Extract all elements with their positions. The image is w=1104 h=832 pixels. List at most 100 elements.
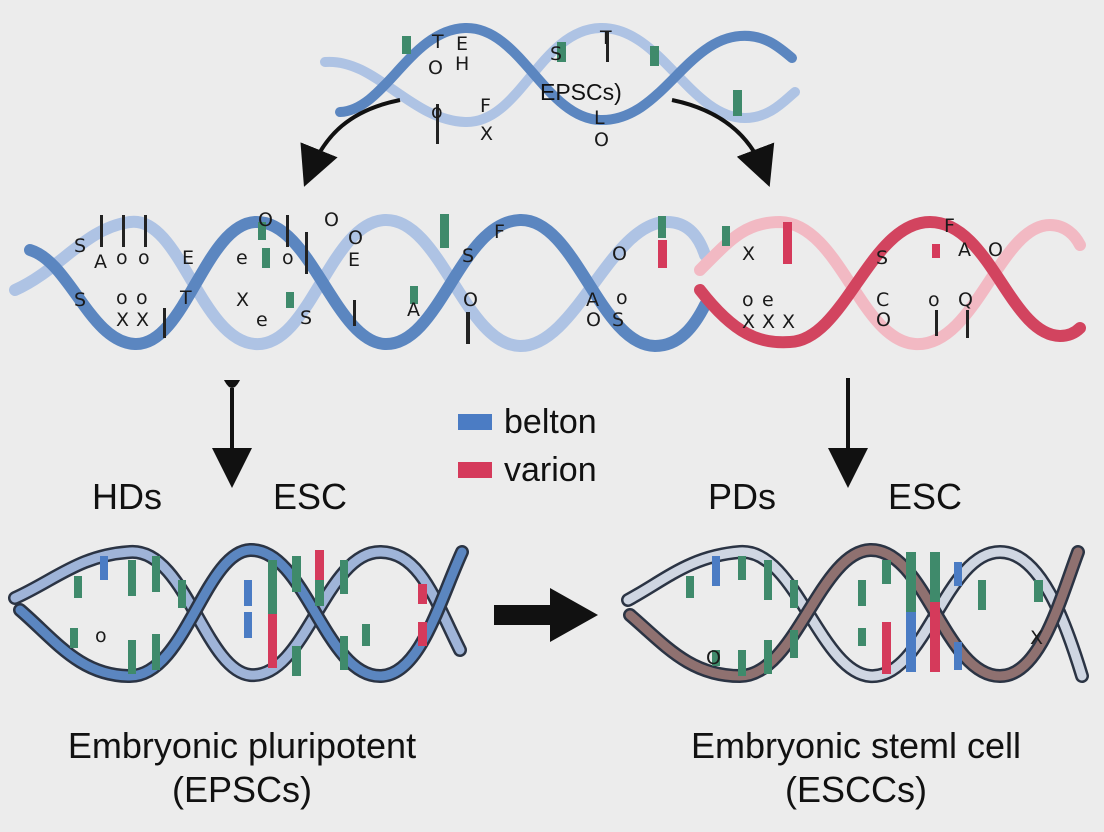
bottom-right-helix: O X	[621, 542, 1089, 684]
bl-base	[340, 636, 348, 670]
middle-tick	[935, 310, 938, 336]
middle-glyph: X	[782, 311, 795, 333]
arrow-top-right	[671, 98, 775, 187]
middle-glyph: O	[612, 243, 627, 265]
top-glyph: F	[480, 95, 491, 117]
top-helix-strand-front	[335, 22, 797, 126]
top-glyph: H	[455, 53, 469, 75]
middle-glyph: o	[928, 289, 940, 311]
bl-base	[418, 622, 427, 646]
bl-base	[315, 580, 324, 606]
bottom-left-helix: o	[8, 542, 469, 684]
top-helix-label: EPSCs)	[540, 79, 622, 105]
br-base	[930, 552, 940, 602]
middle-glyph: A	[407, 299, 420, 321]
middle-glyph: S	[74, 289, 86, 311]
top-glyph: O	[594, 129, 609, 151]
middle-glyph: O	[324, 209, 339, 231]
br-base	[790, 630, 798, 658]
middle-base-bar	[262, 248, 270, 268]
br-base	[764, 640, 772, 674]
br-glyph: X	[1030, 627, 1043, 649]
br-base	[738, 650, 746, 676]
middle-tick	[100, 215, 103, 247]
middle-helix: S A o o E e o O O O E S F O X S A O A o …	[9, 209, 1086, 353]
middle-tick	[163, 308, 166, 338]
br-base	[882, 622, 891, 674]
br-base	[954, 642, 962, 670]
middle-glyph: O	[988, 239, 1003, 261]
middle-glyph: E	[182, 247, 194, 269]
legend-swatch-blue	[458, 414, 492, 430]
legend: belton varion	[458, 398, 597, 494]
bl-base	[315, 550, 324, 580]
middle-glyph: X	[136, 309, 149, 331]
br-base	[882, 560, 891, 584]
br-base	[738, 556, 746, 580]
middle-glyph: O	[876, 309, 891, 331]
middle-strand-light	[9, 213, 711, 353]
middle-glyph: X	[236, 289, 249, 311]
caption-left-line2: (EPSCs)	[171, 769, 312, 810]
left-label-esc: ESC	[273, 476, 348, 517]
br-base	[712, 556, 720, 586]
top-base-bar	[402, 36, 411, 54]
legend-item-belton: belton	[458, 398, 597, 446]
bl-base	[152, 556, 160, 592]
middle-base-bar-red	[932, 244, 940, 258]
bl-base	[152, 634, 160, 670]
middle-glyph: S	[74, 235, 86, 257]
caption-right-line2: (ESCCs)	[785, 769, 927, 810]
top-helix: EPSCs) T O E H S T o F X L O	[320, 22, 800, 151]
bl-base	[74, 576, 82, 598]
top-glyph: S	[550, 43, 562, 65]
bl-base	[268, 614, 277, 668]
br-base	[906, 552, 916, 612]
top-glyph: T	[599, 27, 612, 49]
bl-base	[418, 584, 427, 604]
middle-base-bar	[410, 286, 418, 304]
br-base	[712, 650, 720, 666]
middle-glyph: F	[494, 221, 505, 243]
br-strand-front-fill	[625, 545, 1083, 681]
br-strand-back-fill	[623, 547, 1087, 681]
middle-base-bar	[440, 214, 449, 248]
middle-glyph: A	[958, 239, 971, 261]
middle-glyph: e	[762, 289, 774, 311]
bl-base	[100, 556, 108, 580]
middle-tick	[966, 310, 969, 338]
left-label-hds: HDs	[92, 476, 162, 517]
middle-glyph: S	[876, 247, 888, 269]
middle-glyph: O	[586, 309, 601, 331]
middle-base-bar	[286, 292, 294, 308]
middle-glyph: X	[742, 311, 755, 333]
middle-base-bar-red	[658, 240, 667, 268]
bl-base	[70, 628, 78, 648]
middle-base-bar	[722, 226, 730, 246]
middle-tick	[466, 312, 470, 344]
top-base-bar	[733, 90, 742, 116]
top-base-bar	[650, 46, 659, 66]
arrow-top-left	[300, 98, 401, 187]
middle-glyph: C	[876, 289, 889, 311]
top-base-tick	[606, 32, 609, 62]
br-base	[790, 580, 798, 608]
middle-tick	[305, 232, 308, 274]
br-base	[930, 602, 940, 672]
middle-glyph: o	[116, 247, 128, 269]
top-base-bar	[557, 42, 566, 62]
br-base	[858, 580, 866, 606]
right-label-pds: PDs	[708, 476, 777, 517]
middle-glyph: o	[116, 287, 128, 309]
middle-strand-blue	[24, 213, 711, 353]
bl-base	[128, 640, 136, 674]
middle-glyph: X	[762, 311, 775, 333]
middle-glyph: T	[179, 287, 192, 309]
br-base	[764, 560, 772, 600]
legend-swatch-red	[458, 462, 492, 478]
middle-glyph: o	[616, 287, 628, 309]
middle-glyph: E	[348, 249, 360, 271]
middle-glyph: O	[348, 227, 363, 249]
legend-label: belton	[504, 402, 597, 441]
br-strand-back	[621, 544, 1089, 683]
